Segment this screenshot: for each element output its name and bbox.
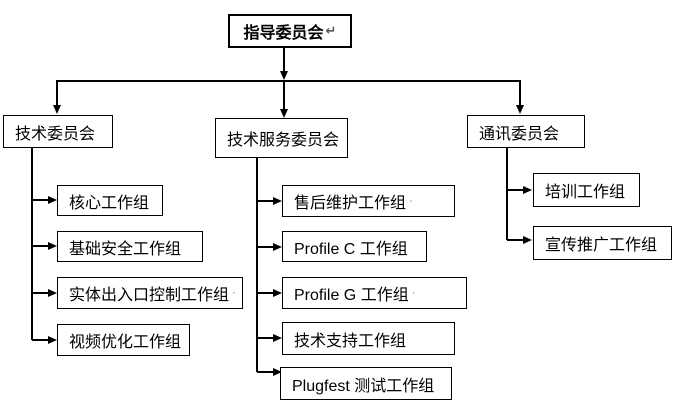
node-label: Profile G 工作组 [294,287,409,304]
node-label: Plugfest 测试工作组 [292,377,435,395]
node-label: 基础安全工作组 [69,240,182,258]
node-label: 核心工作组 [69,194,150,212]
arrow-down-icon [280,71,288,80]
node-promotion-workgroup[interactable]: 宣传推广工作组 [533,226,672,260]
node-label: 视频优化工作组 [69,334,182,351]
connector-line [32,339,48,341]
node-label: 指导委员会 [243,25,324,42]
connector-line [56,80,58,105]
node-communication-committee[interactable]: 通讯委员会 [467,115,585,148]
node-steering-committee[interactable]: 指导委员会↵ [228,14,352,48]
formatting-mark: · [232,287,236,299]
node-label: 通讯委员会 [479,125,560,143]
paragraph-return-mark: ↵ [325,23,337,38]
node-after-sales-maintenance-workgroup[interactable]: 售后维护工作组· [282,185,455,217]
node-technical-committee[interactable]: 技术委员会 [3,115,113,148]
arrow-down-icon [280,109,288,118]
node-training-workgroup[interactable]: 培训工作组 [533,173,640,207]
arrow-right-icon [273,243,282,251]
node-technical-service-committee[interactable]: 技术服务委员会 [215,118,348,158]
node-video-optimization-workgroup[interactable]: 视频优化工作组 [57,324,190,356]
arrow-down-icon [516,105,524,114]
connector-line [283,48,285,72]
node-profile-c-workgroup[interactable]: Profile C 工作组 [282,231,427,262]
node-basic-security-workgroup[interactable]: 基础安全工作组 [57,231,203,262]
arrow-right-icon [273,334,282,342]
connector-line [257,371,273,373]
arrow-right-icon [273,197,282,205]
connector-line [31,148,33,340]
arrow-right-icon [273,289,282,297]
node-plugfest-testing-workgroup[interactable]: Plugfest 测试工作组 [280,367,452,400]
node-label: 培训工作组 [545,184,626,201]
connector-line [32,245,48,247]
connector-line [56,80,521,82]
arrow-right-icon [523,236,532,244]
connector-line [519,80,521,105]
node-label: 售后维护工作组 [294,195,407,212]
node-label: 实体出入口控制工作组 [69,287,230,304]
connector-line [257,337,273,339]
arrow-right-icon [273,368,282,376]
node-label: 技术委员会 [15,125,96,143]
node-core-workgroup[interactable]: 核心工作组 [57,185,163,216]
connector-line [257,200,273,202]
connector-line [506,148,508,240]
arrow-right-icon [523,186,532,194]
arrow-right-icon [48,242,57,250]
node-label: 技术服务委员会 [227,132,340,149]
node-label: Profile C 工作组 [294,240,408,258]
node-physical-access-control-workgroup[interactable]: 实体出入口控制工作组· [57,277,243,309]
node-profile-g-workgroup[interactable]: Profile G 工作组· [282,277,467,309]
connector-line [283,80,285,109]
arrow-right-icon [48,289,57,297]
connector-line [507,189,523,191]
connector-line [256,158,258,372]
connector-line [507,239,523,241]
connector-line [257,292,273,294]
arrow-down-icon [53,105,61,114]
formatting-mark: · [409,195,413,207]
connector-line [257,246,273,248]
node-label: 技术支持工作组 [294,332,407,350]
node-technical-support-workgroup[interactable]: 技术支持工作组 [282,322,455,355]
formatting-mark: · [411,287,416,299]
arrow-right-icon [48,196,57,204]
connector-line [32,292,48,294]
node-label: 宣传推广工作组 [545,237,658,254]
arrow-right-icon [48,336,57,344]
connector-line [32,199,48,201]
